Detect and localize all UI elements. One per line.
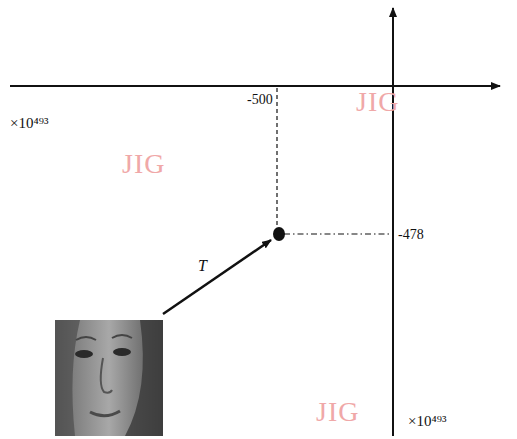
axis-scale: ×10⁴⁹³ [408, 414, 446, 429]
axis-scale: ×10⁴⁹³ [10, 116, 48, 131]
axis-value: -500 [247, 93, 273, 107]
transform-label: T [198, 258, 207, 274]
x-axis [10, 85, 500, 87]
projection-line [276, 88, 277, 228]
transform-arrow [163, 240, 271, 314]
axis-value: -478 [398, 228, 424, 242]
watermark: JIG [316, 398, 359, 426]
projection-line [284, 233, 392, 234]
watermark: JIG [356, 88, 399, 116]
face-image [55, 320, 163, 436]
data-point [273, 227, 285, 241]
y-axis [392, 8, 394, 436]
watermark: JIG [122, 150, 165, 178]
